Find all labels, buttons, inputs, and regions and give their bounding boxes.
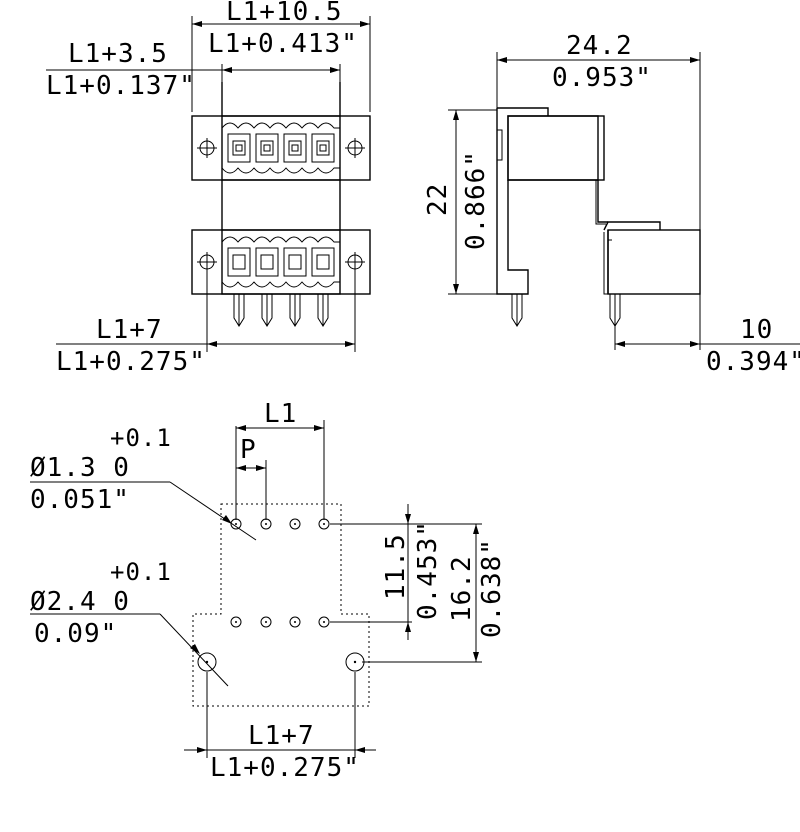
dim-pcb-l1: L1: [264, 399, 297, 429]
dim-pcb-mount-in: 0.638": [477, 538, 507, 638]
hole-large-tol: +0.1: [110, 558, 172, 586]
dim-side-height-mm: 22: [423, 183, 453, 216]
dim-pcb-row-mm: 11.5: [381, 533, 411, 600]
dim-side-offset-in: 0.394": [706, 347, 800, 377]
pcb-lower-holes: [230, 616, 330, 628]
dim-pcb-width-mm: L1+7: [248, 721, 315, 751]
dim-pcb-row-in: 0.453": [413, 520, 443, 620]
hole-small-in: 0.051": [30, 485, 130, 515]
dim-side-height-in: 0.866": [461, 150, 491, 250]
hole-large-dia: Ø2.4 0: [30, 587, 130, 617]
hole-small-tol: +0.1: [110, 424, 172, 452]
dim-top-width-in: L1+0.413": [208, 29, 358, 59]
pcb-upper-holes: [230, 518, 330, 530]
hole-small-dia: Ø1.3 0: [30, 453, 130, 483]
dim-side-width-mm: 24.2: [566, 31, 633, 61]
front-view: L1+10.5 L1+0.413" L1+3.5 L1+0.137": [46, 0, 371, 377]
dim-bottom-width-in: L1+0.275": [56, 347, 206, 377]
dim-side-width-in: 0.953": [552, 63, 652, 93]
dim-top-width-mm: L1+10.5: [226, 0, 343, 27]
dim-bottom-width-mm: L1+7: [96, 315, 163, 345]
lower-contacts: [227, 247, 335, 277]
front-pins: [233, 294, 329, 327]
dim-top-inner-mm: L1+3.5: [68, 39, 168, 69]
dim-pcb-mount-mm: 16.2: [447, 555, 477, 622]
dim-side-offset-mm: 10: [740, 315, 773, 345]
dim-top-inner-in: L1+0.137": [46, 71, 196, 101]
pcb-layout: L1 P +0.1 Ø1.3 0 0.051": [30, 399, 507, 783]
dim-pcb-width-in: L1+0.275": [210, 753, 360, 783]
side-view: 24.2 0.953" 22 0.866": [423, 31, 800, 377]
upper-contacts: [227, 133, 335, 163]
hole-large-in: 0.09": [34, 619, 117, 649]
dim-pcb-pitch: P: [240, 435, 257, 465]
